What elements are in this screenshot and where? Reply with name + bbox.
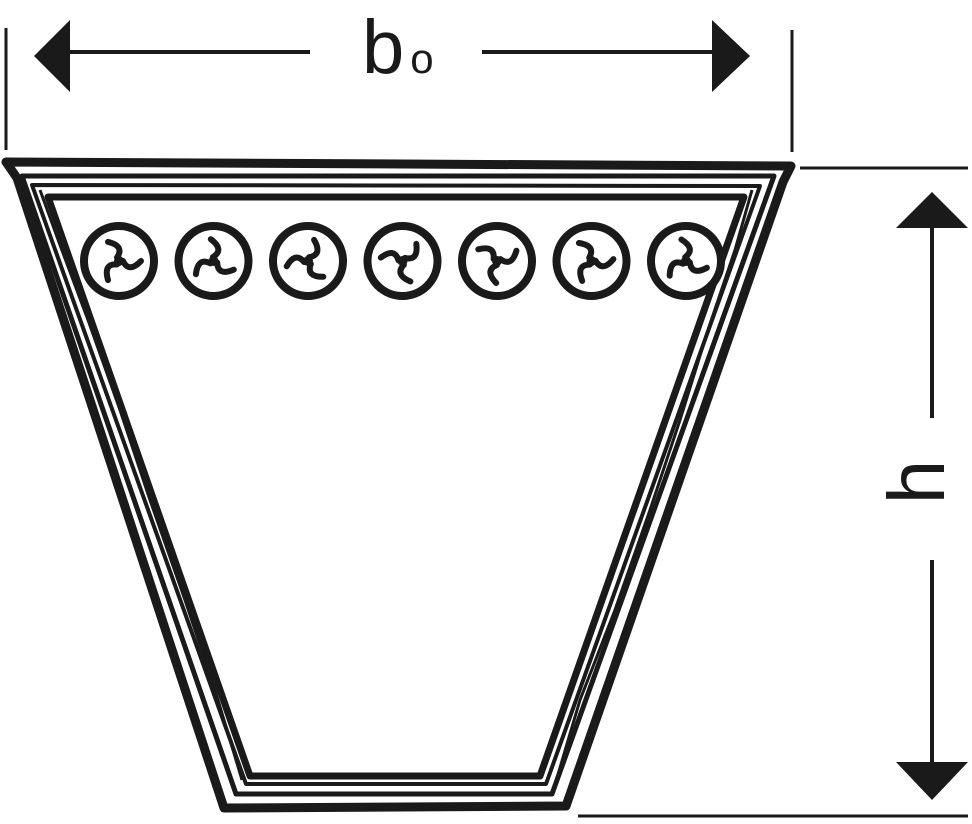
cord-strand [306, 236, 321, 261]
cord-strand [402, 240, 420, 262]
cord-strand [207, 236, 222, 260]
cord-strand [592, 256, 617, 270]
cord-strand [192, 258, 214, 278]
cord-strand [686, 259, 710, 274]
cord-core [681, 256, 691, 266]
cord-strand [283, 254, 308, 270]
right-arrowhead [712, 20, 750, 92]
left-arrowhead [34, 20, 70, 92]
tension-cord [269, 222, 347, 300]
tension-cord [458, 222, 536, 300]
cord-strand [678, 236, 693, 261]
belt-cover-layer-2 [30, 183, 762, 786]
cord-strand [475, 245, 497, 262]
cord-strand [497, 247, 520, 265]
tension-cords [80, 222, 725, 300]
belt-outer-outline [1, 157, 796, 813]
tension-cord [552, 222, 631, 300]
cord-strand [214, 259, 237, 275]
cord-core [208, 256, 219, 266]
cord-core [586, 256, 597, 266]
tension-cord [647, 222, 725, 300]
tension-cord [174, 222, 253, 300]
bottom-arrowhead [896, 762, 968, 800]
cord-strand [103, 261, 120, 284]
cord-strand [377, 250, 402, 264]
cord-strand [666, 259, 686, 279]
cord-strand [487, 262, 500, 286]
cord-strand [397, 261, 414, 285]
height-label: h [872, 460, 961, 505]
cord-core [114, 256, 124, 266]
belt-inner-rough-edge-right [552, 189, 754, 789]
tension-cord [363, 222, 442, 300]
cord-core [397, 256, 408, 266]
cord-strand [577, 261, 593, 284]
cord-core [303, 256, 313, 266]
cord-strand [105, 238, 123, 261]
belt-inner-rough-edge-left [38, 189, 244, 781]
tension-cord [80, 222, 158, 300]
top-arrowhead [896, 192, 968, 228]
cord-core [492, 256, 502, 266]
height-dimension: h [578, 166, 968, 818]
belt-cover-layer-1 [19, 173, 777, 797]
top-width-label-subscript: o [410, 35, 433, 82]
belt-profile [1, 157, 796, 813]
belt-inner-outline [44, 193, 748, 780]
cord-strand [306, 260, 327, 280]
top-width-label-main: b [362, 5, 404, 90]
cord-strand [575, 240, 595, 261]
cord-strand [120, 258, 144, 271]
